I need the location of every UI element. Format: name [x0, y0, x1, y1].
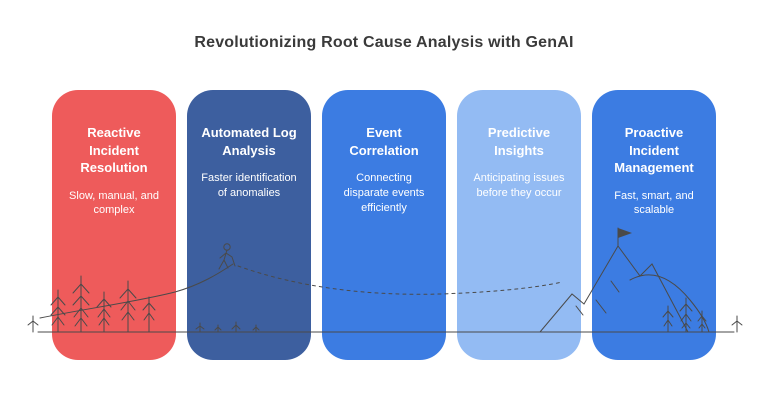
- card-subtitle: Faster identification of anomalies: [201, 172, 297, 199]
- card-automated-log-analysis: Automated Log Analysis Faster identifica…: [187, 90, 311, 360]
- card-predictive-insights: Predictive Insights Anticipating issues …: [457, 90, 581, 360]
- card-subtitle: Slow, manual, and complex: [69, 189, 159, 217]
- card-event-correlation: Event Correlation Connecting disparate e…: [322, 90, 446, 360]
- card-title: Proactive Incident Management: [614, 125, 694, 176]
- card-subtitle: Fast, smart, and scalable: [614, 189, 694, 217]
- card-title: Predictive Insights: [487, 125, 551, 158]
- cards-row: Reactive Incident Resolution Slow, manua…: [0, 90, 768, 360]
- page-title: Revolutionizing Root Cause Analysis with…: [194, 34, 574, 51]
- card-title: Reactive Incident Resolution: [80, 125, 148, 176]
- card-subtitle: Anticipating issues before they occur: [473, 172, 565, 199]
- card-title: Event Correlation: [349, 125, 419, 158]
- card-proactive-incident-management: Proactive Incident Management Fast, smar…: [592, 90, 716, 360]
- card-reactive-incident-resolution: Reactive Incident Resolution Slow, manua…: [52, 90, 176, 360]
- card-subtitle: Connecting disparate events efficiently: [343, 172, 425, 214]
- card-title: Automated Log Analysis: [201, 125, 297, 158]
